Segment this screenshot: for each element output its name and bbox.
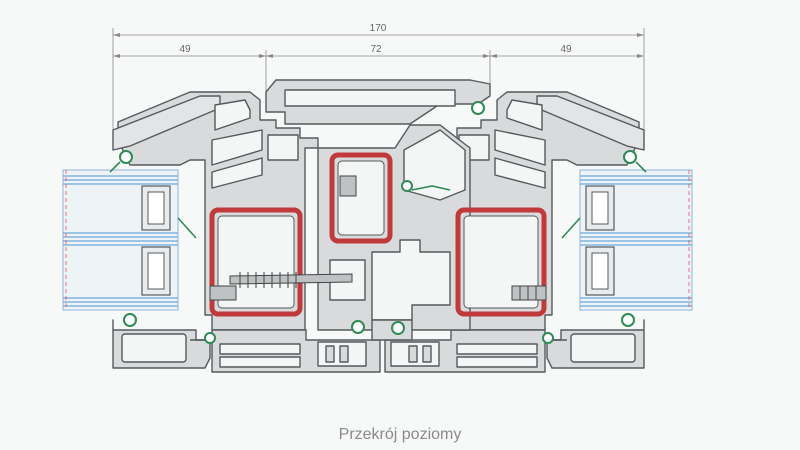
dimension-total-label: 170 bbox=[370, 23, 387, 34]
glazing-left bbox=[62, 169, 179, 311]
window-profile-cross-section: 170 49 72 49 bbox=[62, 23, 693, 373]
diagram-caption: Przekrój poziomy bbox=[338, 426, 462, 443]
central-mullion bbox=[265, 79, 491, 341]
dimension-middle-label: 72 bbox=[370, 44, 382, 55]
reinforcement-right bbox=[455, 207, 547, 317]
dimension-lines bbox=[112, 28, 645, 140]
reinforcement-center bbox=[329, 152, 393, 244]
dimension-arrows bbox=[113, 33, 644, 58]
glazing-right bbox=[579, 169, 693, 311]
reinforcement-inner-fill bbox=[217, 160, 539, 309]
reinforcement-left bbox=[209, 207, 303, 317]
steel-reinforcement bbox=[209, 152, 547, 317]
seal-lips bbox=[109, 161, 647, 239]
seals bbox=[119, 101, 637, 344]
dimension-right-label: 49 bbox=[560, 44, 572, 55]
screws bbox=[209, 175, 547, 301]
dimension-left-label: 49 bbox=[179, 44, 191, 55]
